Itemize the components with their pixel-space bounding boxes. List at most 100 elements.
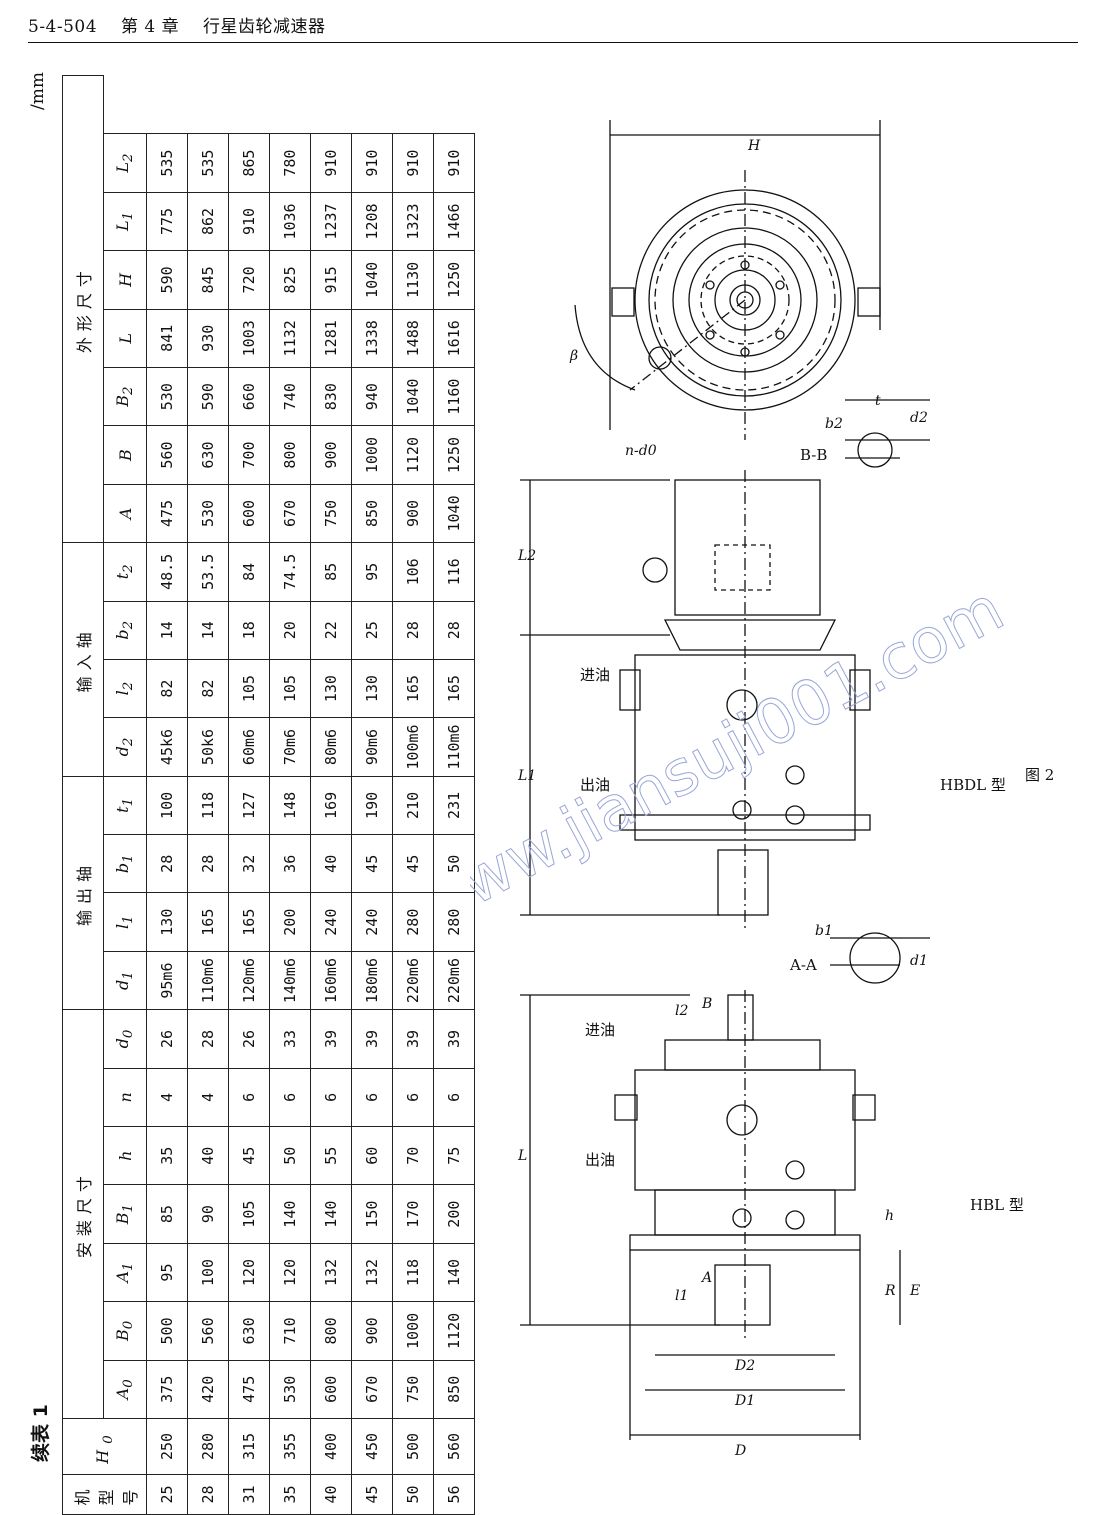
column-header: t2 <box>103 542 147 602</box>
label-bb: B-B <box>800 446 827 464</box>
dim-l1: l1 <box>675 1288 688 1304</box>
table-cell: 590 <box>146 250 188 310</box>
table-cell: 1040 <box>433 484 475 543</box>
table-cell: 35 <box>269 1474 311 1515</box>
column-header: B2 <box>103 367 147 426</box>
table-cell: 450 <box>351 1418 393 1475</box>
oil-out-hbl: 出油 <box>585 1151 615 1169</box>
table-cell: 105 <box>269 659 311 718</box>
table-cell: 1237 <box>310 192 352 251</box>
table-cell: 1120 <box>392 425 434 485</box>
table-cell: 590 <box>187 367 229 426</box>
dim-D1: D1 <box>734 1393 755 1409</box>
column-header: d2 <box>103 717 147 777</box>
table-cell: 25 <box>351 601 393 660</box>
table-cell: 33 <box>269 1009 311 1069</box>
reducer-drawing: www.jiansuji001.com H β L2 L1 L D D1 D2 … <box>470 120 1054 1459</box>
table-cell: 120m6 <box>228 951 270 1010</box>
table-cell: 4 <box>187 1068 229 1127</box>
table-cell: 530 <box>146 367 188 426</box>
table-cell: 100 <box>187 1243 229 1302</box>
table-cell: 915 <box>310 250 352 310</box>
column-header: b2 <box>103 601 147 660</box>
table-cell: 48.5 <box>146 542 188 602</box>
table-cell: 6 <box>392 1068 434 1127</box>
group-header: 输入轴 <box>62 542 104 777</box>
table-cell: 6 <box>269 1068 311 1127</box>
table-cell: 36 <box>269 834 311 893</box>
table-cell: 1466 <box>433 192 475 251</box>
page-ref: 5-4-504 <box>28 17 98 37</box>
table-cell: 50 <box>433 834 475 893</box>
table-cell: 28 <box>187 834 229 893</box>
section-aa <box>830 932 930 984</box>
table-cell: 910 <box>433 133 475 193</box>
table-cell: 85 <box>146 1184 188 1244</box>
table-cell: 130 <box>310 659 352 718</box>
column-header: L1 <box>103 192 147 251</box>
table-cell: 1130 <box>392 250 434 310</box>
table-cell: 95 <box>146 1243 188 1302</box>
table-cell: 535 <box>146 133 188 193</box>
column-header: l1 <box>103 892 147 952</box>
table-cell: 180m6 <box>351 951 393 1010</box>
table-cell: 82 <box>187 659 229 718</box>
table-cell: 1338 <box>351 309 393 368</box>
table-cell: 1250 <box>433 250 475 310</box>
dim-L: L <box>517 1148 527 1164</box>
table-cell: 82 <box>146 659 188 718</box>
table-cell: 6 <box>310 1068 352 1127</box>
table-cell: 850 <box>351 484 393 543</box>
table-cell: 1036 <box>269 192 311 251</box>
section-bb <box>845 399 930 468</box>
table-cell: 95 <box>351 542 393 602</box>
chapter-title: 行星齿轮减速器 <box>203 17 326 37</box>
table-cell: 31 <box>228 1474 270 1515</box>
table-cell: 862 <box>187 192 229 251</box>
oil-out-hbdl: 出油 <box>580 776 610 794</box>
table-cell: 375 <box>146 1360 188 1419</box>
table-cell: 630 <box>228 1301 270 1361</box>
column-header: L2 <box>103 133 147 193</box>
table-cell: 127 <box>228 776 270 835</box>
dim-L2: L2 <box>517 548 536 564</box>
table-cell: 930 <box>187 309 229 368</box>
table-cell: 90m6 <box>351 717 393 777</box>
dim-E: E <box>909 1283 920 1299</box>
table-cell: 28 <box>187 1009 229 1069</box>
table-cell: 110m6 <box>187 951 229 1010</box>
group-header: 安装尺寸 <box>62 1009 104 1419</box>
table-cell: 600 <box>310 1360 352 1419</box>
table-cell: 26 <box>146 1009 188 1069</box>
table-cell: 910 <box>351 133 393 193</box>
table-cell: 169 <box>310 776 352 835</box>
table-cell: 845 <box>187 250 229 310</box>
table-cell: 280 <box>392 892 434 952</box>
table-cell: 231 <box>433 776 475 835</box>
table-cell: 28 <box>146 834 188 893</box>
table-cell: 95m6 <box>146 951 188 1010</box>
table-cell: 40 <box>187 1126 229 1185</box>
table-cell: 116 <box>433 542 475 602</box>
table-cell: 1616 <box>433 309 475 368</box>
table-cell: 28 <box>187 1474 229 1515</box>
model-header: 机型号 <box>62 1474 147 1515</box>
oil-in-hbl: 进油 <box>585 1021 615 1039</box>
table-cell: 53.5 <box>187 542 229 602</box>
table-cell: 39 <box>351 1009 393 1069</box>
table-cell: 165 <box>392 659 434 718</box>
table-cell: 535 <box>187 133 229 193</box>
table-cell: 75 <box>433 1126 475 1185</box>
table-cell: 130 <box>351 659 393 718</box>
table-cell: 22 <box>310 601 352 660</box>
table-cell: 560 <box>187 1301 229 1361</box>
column-header: d1 <box>103 951 147 1010</box>
table-cell: 105 <box>228 659 270 718</box>
table-cell: 50k6 <box>187 717 229 777</box>
table-cell: 560 <box>146 425 188 485</box>
table-cell: 475 <box>146 484 188 543</box>
